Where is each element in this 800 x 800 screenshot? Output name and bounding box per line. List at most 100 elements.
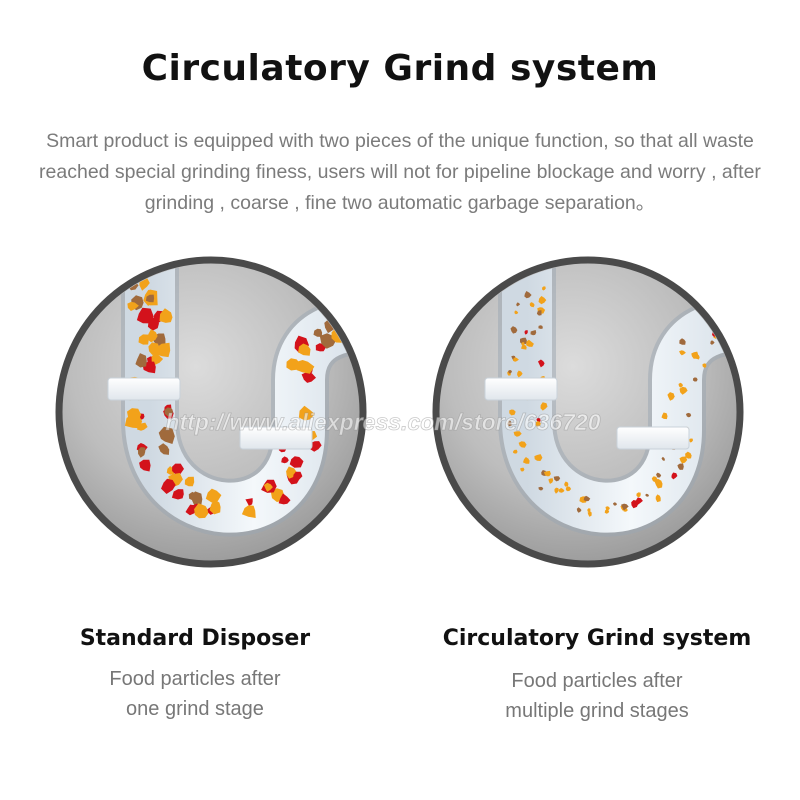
food-particle-orange [194, 503, 210, 519]
food-particle-orange [131, 237, 140, 245]
food-particle-orange [157, 264, 170, 265]
food-particle-orange [241, 505, 256, 518]
food-particle-orange [151, 352, 164, 365]
food-particle-red [281, 456, 289, 464]
food-particle-brown [536, 240, 540, 244]
food-particle-orange [651, 476, 658, 482]
pipe-collar-right-top [484, 377, 558, 401]
food-particle-orange [205, 488, 222, 503]
food-particle-orange [535, 421, 541, 428]
food-particle-red [353, 326, 359, 337]
food-particle-brown [507, 420, 512, 427]
food-particle-red [537, 251, 542, 255]
panel-ring-right [432, 256, 744, 568]
food-particle-red [733, 332, 736, 338]
food-particle-brown [710, 340, 715, 345]
food-particle-brown [656, 472, 662, 478]
food-particle-brown [520, 337, 527, 345]
food-particle-orange [146, 329, 158, 343]
food-particle-orange [540, 245, 546, 250]
food-particle-orange [155, 342, 171, 358]
food-particle-brown [138, 447, 146, 458]
food-particle-brown [727, 322, 734, 331]
food-particle-red [278, 493, 291, 505]
food-particle-orange [513, 449, 518, 454]
food-particle-brown [553, 476, 561, 482]
food-particle-brown [190, 491, 203, 508]
food-particle-red [671, 472, 678, 480]
food-particle-orange [679, 386, 688, 395]
food-particle-orange [513, 431, 522, 437]
food-particle-red [147, 317, 159, 331]
food-particle-brown [158, 426, 175, 444]
food-particle-orange [298, 405, 315, 421]
food-particle-orange [667, 392, 675, 401]
food-particle-orange [379, 323, 389, 336]
food-particle-red [171, 489, 184, 500]
food-particle-orange [127, 408, 142, 423]
food-particle-brown [679, 338, 686, 345]
food-particle-orange [523, 457, 530, 464]
panel-circulatory-grind [432, 236, 766, 568]
food-particle-brown [158, 443, 170, 455]
food-particle-orange [521, 236, 525, 240]
food-particle-orange [520, 467, 525, 472]
food-particle-brown [692, 377, 698, 382]
food-particle-red [349, 324, 359, 341]
food-particle-brown [759, 330, 766, 338]
page-title: Circulatory Grind system [141, 48, 659, 89]
food-particle-orange [298, 343, 311, 356]
food-particle-orange [691, 351, 699, 359]
page-description: Smart product is equipped with two piece… [39, 130, 761, 214]
food-particle-brown [538, 325, 543, 329]
food-particle-brown [524, 291, 532, 299]
food-particle-orange [723, 319, 730, 325]
food-particle-red [538, 359, 545, 368]
food-particle-brown [145, 294, 155, 303]
food-particle-orange [526, 339, 534, 347]
watermark-text: http://www.aliexpress.com/store/636720 [165, 409, 600, 435]
food-particle-brown [536, 310, 542, 316]
food-particle-orange [148, 342, 160, 355]
food-particle-brown [541, 254, 546, 259]
food-particle-orange [139, 277, 150, 291]
drain-pipe-right [502, 264, 736, 533]
food-particle-red [161, 478, 176, 494]
food-particle-orange [509, 409, 516, 416]
panel-right-subtitle-line2: multiple grind stages [505, 700, 689, 722]
food-particle-orange [184, 476, 195, 487]
food-particle-orange [587, 511, 592, 517]
food-particle-orange [518, 441, 527, 448]
food-particle-orange [263, 482, 273, 492]
food-particle-red [145, 232, 154, 241]
food-particle-orange [636, 492, 641, 498]
food-particle-orange [558, 488, 565, 493]
food-particle-red [144, 233, 158, 249]
food-particle-orange [159, 308, 173, 323]
food-particle-orange [133, 266, 141, 274]
food-particle-brown [685, 412, 692, 418]
food-particle-orange [688, 438, 693, 443]
food-particle-orange [514, 310, 519, 315]
food-particle-brown [677, 463, 684, 470]
food-particle-red [376, 320, 387, 331]
food-particle-orange [655, 494, 661, 503]
food-particle-orange [513, 357, 519, 362]
food-particle-brown [737, 324, 742, 329]
panel-right-subtitle-line1: Food particles after [511, 670, 683, 692]
food-particle-brown [516, 302, 521, 307]
food-particle-red [301, 371, 316, 383]
food-particle-orange [661, 412, 668, 420]
food-particle-orange [136, 422, 148, 431]
panel-left-subtitle-line1: Food particles after [109, 668, 281, 690]
food-particle-red [245, 498, 253, 506]
food-particle-red [136, 307, 154, 324]
food-particle-orange [722, 324, 728, 329]
food-particle-orange [295, 360, 315, 374]
food-particle-brown [135, 353, 147, 368]
food-particle-brown [153, 224, 160, 234]
food-particle-orange [702, 363, 707, 368]
food-particle-orange [733, 328, 736, 333]
food-particle-brown [508, 370, 512, 374]
